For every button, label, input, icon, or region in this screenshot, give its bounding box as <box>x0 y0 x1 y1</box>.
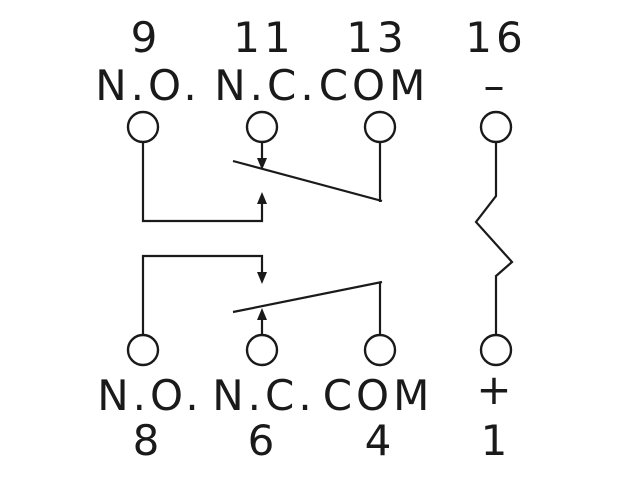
top-terminal-functions: N.O. N.C. COM – <box>95 61 509 110</box>
lower-contact-set <box>141 254 383 334</box>
upper-switch-blade <box>232 159 383 203</box>
lower-nc-arrow <box>257 308 267 320</box>
terminal-9-number: 9 <box>131 13 162 62</box>
upper-contact-set <box>141 141 383 223</box>
terminal-13-number: 13 <box>346 13 407 62</box>
terminal-4-function: COM <box>323 371 434 420</box>
terminal-11-pin <box>245 110 279 144</box>
terminal-16-function: – <box>484 61 509 110</box>
terminal-11-function: N.C. <box>214 61 317 110</box>
terminal-8-pin <box>126 333 160 367</box>
upper-no-lead <box>141 141 264 223</box>
terminal-9-pin <box>126 110 160 144</box>
coil-winding <box>474 143 514 334</box>
terminal-8-number: 8 <box>133 416 164 465</box>
terminal-13-function: COM <box>319 61 430 110</box>
terminal-4-pin <box>363 333 397 367</box>
terminal-6-number: 6 <box>248 416 279 465</box>
top-terminal-numbers: 9 11 13 16 <box>131 13 526 62</box>
terminal-16-number: 16 <box>465 13 526 62</box>
bottom-terminal-pins <box>126 333 513 367</box>
upper-no-arrow <box>257 192 267 204</box>
upper-nc-arrow <box>257 158 267 170</box>
lower-no-lead <box>141 254 264 334</box>
terminal-11-number: 11 <box>233 13 294 62</box>
terminal-16-pin <box>479 110 513 144</box>
lower-no-arrow <box>257 272 267 284</box>
terminal-1-function: + <box>476 365 515 414</box>
terminal-1-pin <box>479 333 513 367</box>
terminal-6-function: N.C. <box>212 371 315 420</box>
terminal-1-number: 1 <box>481 416 512 465</box>
terminal-6-pin <box>245 333 279 367</box>
terminal-4-number: 4 <box>365 416 396 465</box>
lower-switch-blade <box>232 280 383 314</box>
terminal-13-pin <box>363 110 397 144</box>
terminal-9-function: N.O. <box>95 61 200 110</box>
top-terminal-pins <box>126 110 513 144</box>
terminal-8-function: N.O. <box>97 371 202 420</box>
bottom-terminal-numbers: 8 6 4 1 <box>133 416 512 465</box>
bottom-terminal-functions: N.O. N.C. COM + <box>97 365 515 420</box>
